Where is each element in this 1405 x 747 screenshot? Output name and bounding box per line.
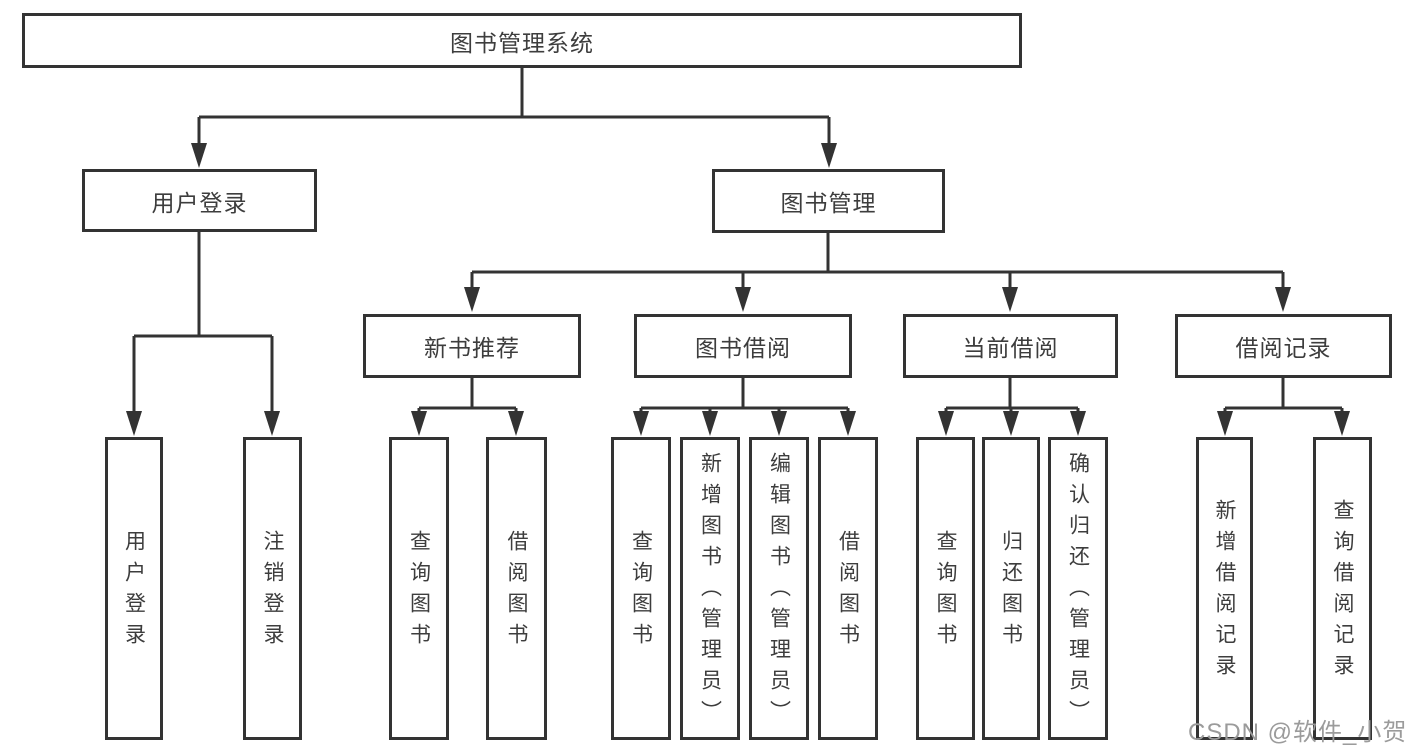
leaf-add-book-admin: 新增图书（管理员） <box>680 437 740 740</box>
leaf-user-login: 用户登录 <box>105 437 163 740</box>
leaf-confirm-return-admin: 确认归还（管理员） <box>1048 437 1108 740</box>
leaf-borrow-books-2: 借阅图书 <box>818 437 878 740</box>
leaf-query-books-3: 查询图书 <box>916 437 975 740</box>
leaf-logout: 注销登录 <box>243 437 302 740</box>
node-new-book-recommend: 新书推荐 <box>363 314 581 378</box>
node-current-borrowing: 当前借阅 <box>903 314 1118 378</box>
leaf-return-book: 归还图书 <box>982 437 1040 740</box>
leaf-query-borrow-record: 查询借阅记录 <box>1313 437 1372 740</box>
csdn-watermark: CSDN @软件_小贺同学 <box>1188 719 1405 746</box>
leaf-add-borrow-record: 新增借阅记录 <box>1196 437 1253 740</box>
node-book-management: 图书管理 <box>712 169 945 233</box>
node-borrowing-records: 借阅记录 <box>1175 314 1392 378</box>
leaf-borrow-books-1: 借阅图书 <box>486 437 547 740</box>
leaf-edit-book-admin: 编辑图书（管理员） <box>749 437 809 740</box>
node-book-borrowing: 图书借阅 <box>634 314 852 378</box>
leaf-query-books-1: 查询图书 <box>389 437 449 740</box>
leaf-query-books-2: 查询图书 <box>611 437 671 740</box>
node-library-management-system: 图书管理系统 <box>22 13 1022 68</box>
node-user-login: 用户登录 <box>82 169 317 232</box>
